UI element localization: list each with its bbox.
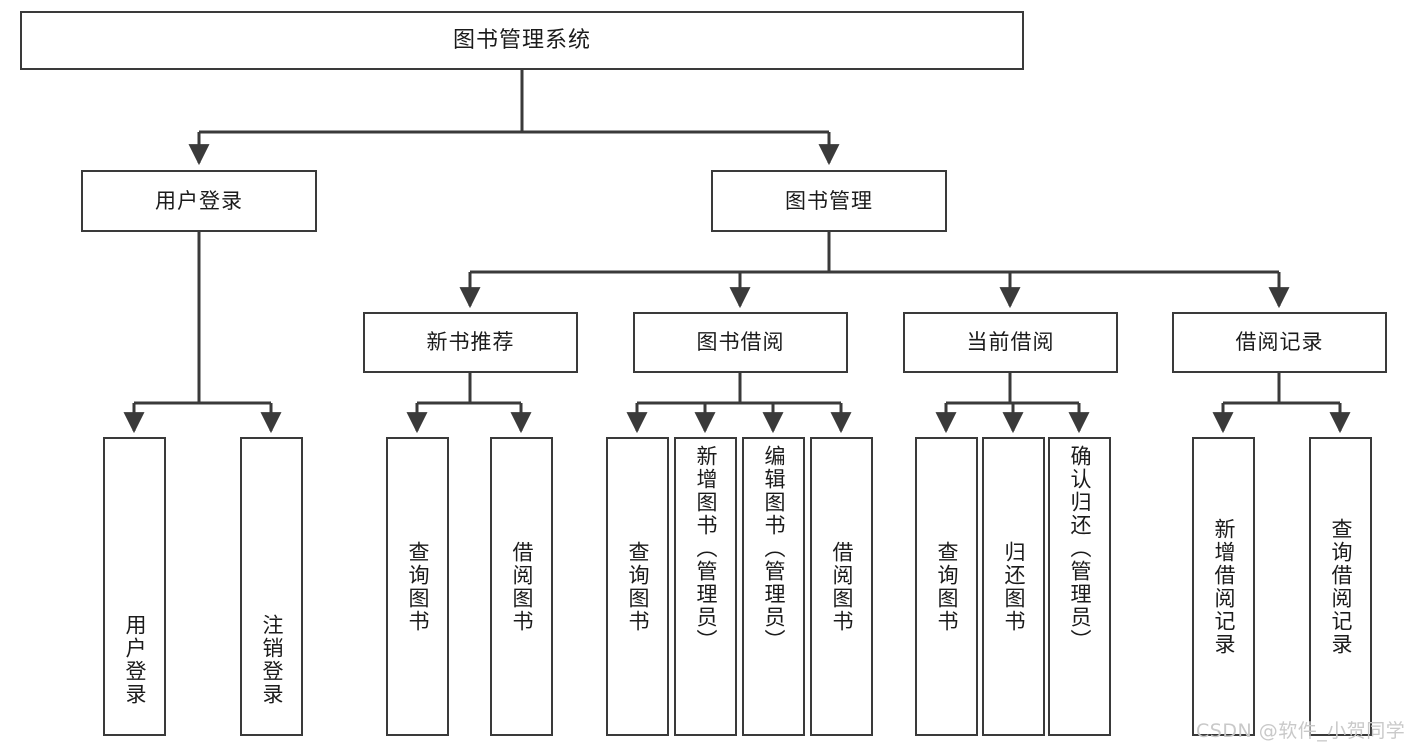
- node-label: 新书推荐: [426, 330, 515, 355]
- node-label: 借阅记录: [1235, 330, 1324, 355]
- leaf-query-book-recommend[interactable]: 查询图书: [386, 437, 449, 736]
- node-borrow-records[interactable]: 借阅记录: [1172, 312, 1387, 373]
- node-label: 图书借阅: [696, 330, 785, 355]
- leaf-borrow-book[interactable]: 借阅图书: [810, 437, 873, 736]
- node-label: 注销登录: [260, 614, 284, 706]
- node-label: 图书管理系统: [452, 27, 591, 53]
- leaf-user-login[interactable]: 用户登录: [103, 437, 166, 736]
- leaf-confirm-return-admin[interactable]: 确认归还（管理员）: [1048, 437, 1111, 736]
- node-label: 借阅图书: [830, 540, 854, 633]
- node-label: 当前借阅: [966, 330, 1055, 355]
- leaf-query-book-current[interactable]: 查询图书: [915, 437, 978, 736]
- node-label: 用户登录: [123, 614, 147, 706]
- node-new-book-recommend[interactable]: 新书推荐: [363, 312, 578, 373]
- leaf-add-borrow-record[interactable]: 新增借阅记录: [1192, 437, 1255, 736]
- node-label: 查询图书: [406, 540, 430, 633]
- node-book-management-system[interactable]: 图书管理系统: [20, 11, 1024, 70]
- leaf-add-book-admin[interactable]: 新增图书（管理员）: [674, 437, 737, 736]
- leaf-query-book-borrow[interactable]: 查询图书: [606, 437, 669, 736]
- node-label: 新增图书（管理员）: [694, 445, 718, 652]
- leaf-logout[interactable]: 注销登录: [240, 437, 303, 736]
- leaf-return-book[interactable]: 归还图书: [982, 437, 1045, 736]
- node-label: 借阅图书: [510, 540, 534, 633]
- leaf-edit-book-admin[interactable]: 编辑图书（管理员）: [742, 437, 805, 736]
- watermark: CSDN @软件_小贺同学: [1196, 720, 1405, 742]
- node-label: 编辑图书（管理员）: [762, 445, 786, 652]
- node-label: 查询借阅记录: [1329, 517, 1353, 656]
- node-label: 归还图书: [1002, 540, 1026, 633]
- node-current-borrow[interactable]: 当前借阅: [903, 312, 1118, 373]
- node-label: 用户登录: [155, 188, 243, 213]
- node-user-login[interactable]: 用户登录: [81, 170, 317, 232]
- node-label: 图书管理: [785, 188, 873, 213]
- node-label: 新增借阅记录: [1212, 517, 1236, 656]
- leaf-query-borrow-record[interactable]: 查询借阅记录: [1309, 437, 1372, 736]
- node-label: 查询图书: [626, 540, 650, 633]
- node-book-management[interactable]: 图书管理: [711, 170, 947, 232]
- node-label: 确认归还（管理员）: [1068, 445, 1092, 652]
- node-book-borrow[interactable]: 图书借阅: [633, 312, 848, 373]
- node-label: 查询图书: [935, 540, 959, 633]
- leaf-borrow-book-recommend[interactable]: 借阅图书: [490, 437, 553, 736]
